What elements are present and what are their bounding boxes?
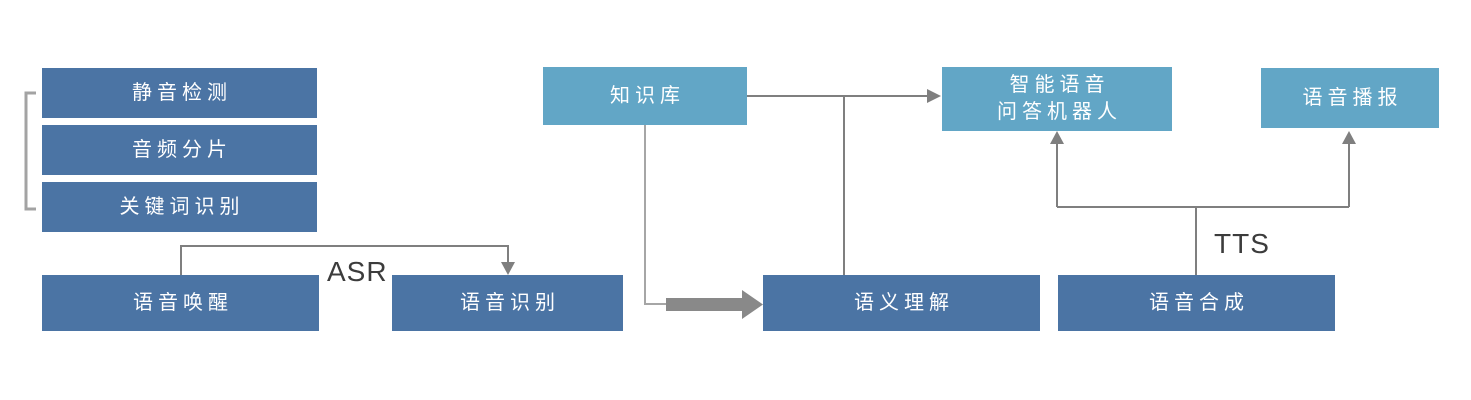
node-label: 语音合成 (1149, 291, 1249, 314)
node-label: 语音识别 (460, 291, 560, 314)
node-voice-broadcast: 语音播报 (1261, 68, 1439, 128)
node-label-line2: 问答机器人 (997, 101, 1122, 123)
node-label: 音频分片 (132, 138, 232, 161)
node-speech-recognition: 语音识别 (392, 275, 623, 331)
node-audio-segmentation: 音频分片 (42, 125, 317, 175)
node-knowledge-base: 知识库 (543, 67, 747, 125)
node-keyword-recognition: 关键词识别 (42, 182, 317, 232)
arrowhead-broadcast-bottom (1342, 131, 1356, 144)
edge-tts-tree (1056, 143, 1350, 275)
node-voice-wakeup: 语音唤醒 (42, 275, 319, 331)
node-label: 语音播报 (1302, 86, 1403, 109)
group-bracket (24, 91, 36, 211)
node-speech-synthesis: 语音合成 (1058, 275, 1335, 331)
node-qa-robot: 智能语音 问答机器人 (942, 67, 1172, 131)
node-semantic-understanding: 语义理解 (763, 275, 1040, 331)
node-label-line1: 智能语音 (1009, 74, 1110, 96)
edge-knowledge-down-elbow (644, 125, 666, 305)
tts-edge-label: TTS (1214, 228, 1270, 259)
asr-edge-label: ASR (327, 256, 388, 287)
node-label: 语义理解 (854, 291, 954, 314)
node-label: 知识库 (610, 84, 685, 107)
arrowhead-robot-bottom (1050, 131, 1064, 144)
node-label: 语音唤醒 (133, 291, 233, 314)
thick-block-arrow-semantic (666, 290, 763, 319)
node-label: 关键词识别 (119, 195, 245, 218)
arrowhead-robot-left (927, 89, 941, 103)
arrowhead-recognition (501, 262, 515, 275)
node-label: 静音检测 (132, 81, 232, 104)
node-silence-detection: 静音检测 (42, 68, 317, 118)
